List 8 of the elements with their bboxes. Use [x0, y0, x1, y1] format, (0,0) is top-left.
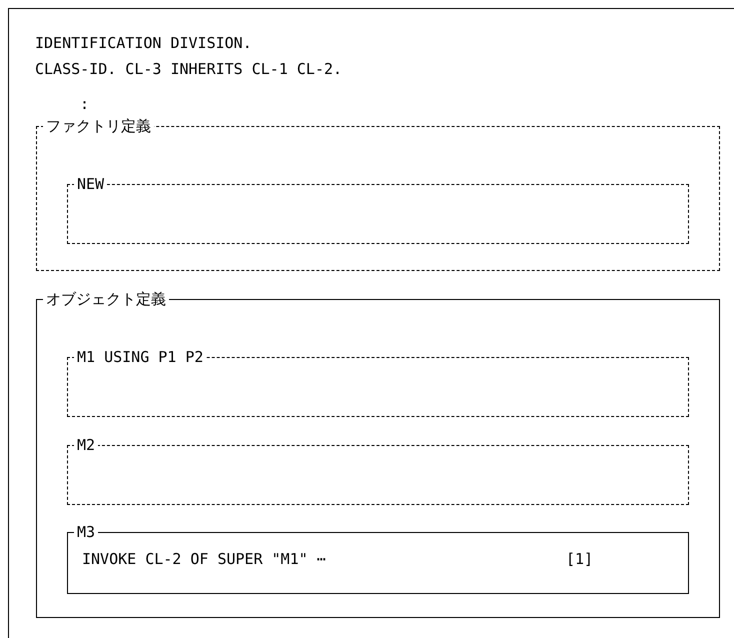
reference-number: [1]: [566, 549, 594, 569]
code-line: IDENTIFICATION DIVISION.: [35, 33, 252, 53]
division-frame: [8, 8, 734, 638]
section-heading: ファクトリ定義: [43, 116, 154, 136]
continuation-mark: :: [80, 94, 90, 114]
section-heading: オブジェクト定義: [43, 289, 169, 309]
code-line: CLASS-ID. CL-3 INHERITS CL-1 CL-2.: [35, 59, 342, 79]
code-line: INVOKE CL-2 OF SUPER "M1" ⋯: [82, 549, 326, 569]
